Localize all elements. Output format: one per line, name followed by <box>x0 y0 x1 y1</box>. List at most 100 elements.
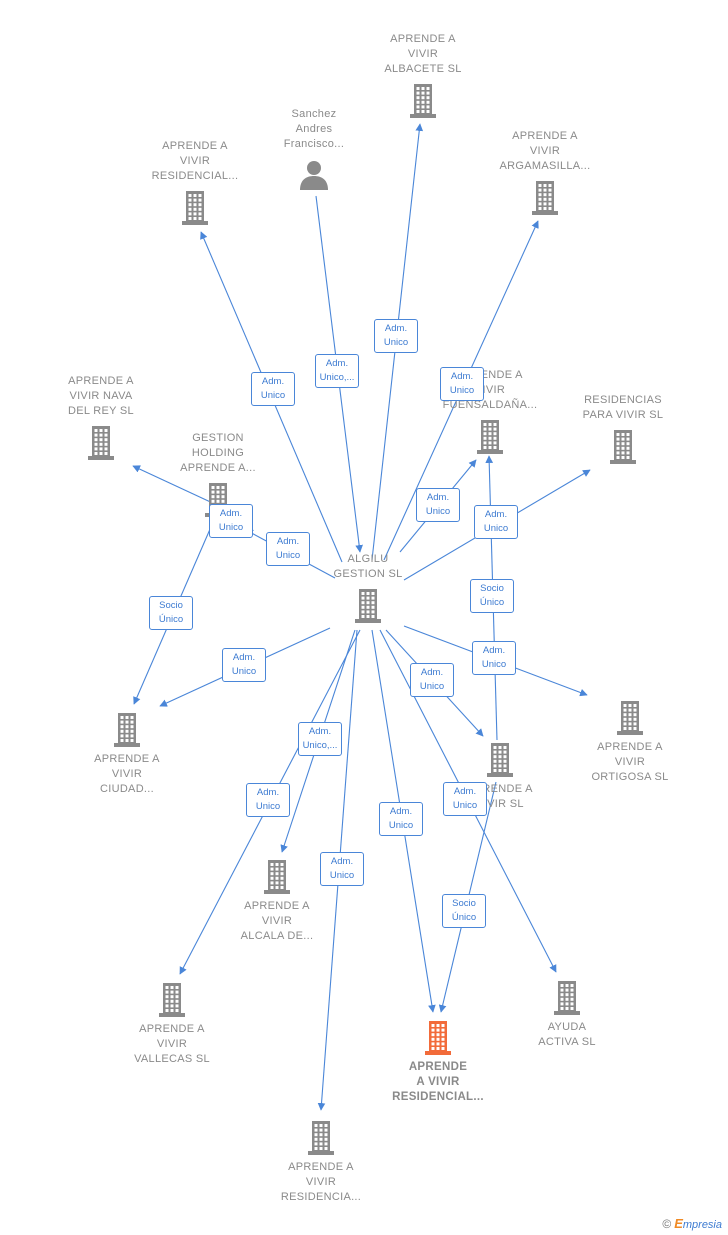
building-icon[interactable] <box>613 700 647 736</box>
node-label-line: Andres <box>295 123 333 135</box>
node-label-line: ACTIVA SL <box>538 1036 596 1048</box>
edge-label-text: Adm. <box>256 787 280 798</box>
building-icon[interactable] <box>110 712 144 748</box>
edge-label-algilu-to-residencias[interactable]: Adm.Unico <box>474 505 518 539</box>
node-label-line: APRENDE <box>408 1061 468 1073</box>
node-label-line: CIUDAD... <box>99 783 155 795</box>
edge-label-algilu-to-ayuda[interactable]: Adm.Unico <box>443 782 487 816</box>
node-label-line: APRENDE A <box>162 140 228 152</box>
node-label-line: APRENDE A <box>139 1023 205 1035</box>
node-label-residencial_focus[interactable]: APRENDE A VIVIR RESIDENCIAL... <box>363 1060 513 1105</box>
node-label-line: ALBACETE SL <box>384 63 462 75</box>
node-label-line: ORTIGOSA SL <box>591 771 669 783</box>
edge-label-algilu-to-gestion_holding[interactable]: Adm.Unico <box>266 532 310 566</box>
building-icon[interactable] <box>550 980 584 1016</box>
building-icon[interactable] <box>304 1120 338 1156</box>
node-label-line: PARA VIVIR SL <box>582 409 664 421</box>
edge-label-text: Adm. <box>420 667 444 678</box>
edge-label-text: Único <box>451 912 477 923</box>
edge-label-algilu-to-vallecas[interactable]: Adm. Unico <box>246 783 290 817</box>
edge-label-text: Adm. <box>482 645 506 656</box>
node-label-residencias[interactable]: RESIDENCIAS PARA VIVIR SL <box>548 393 698 423</box>
edge-label-algilu-to-argamasilla[interactable]: Adm.Unico <box>440 367 484 401</box>
building-icon[interactable] <box>84 425 118 461</box>
node-label-line: VIVIR <box>179 155 211 167</box>
edge-label-text: Unico <box>231 666 257 677</box>
person-icon[interactable] <box>297 158 331 194</box>
building-icon[interactable] <box>351 588 385 624</box>
empresia-logo: ©Empresia <box>662 1216 722 1231</box>
node-label-line: VIVIR <box>474 384 506 396</box>
edge-label-text: Adm. <box>453 786 477 797</box>
edge-label-text: Unico,... <box>319 372 355 383</box>
edge-label-algilu-to-ortigosa[interactable]: Adm. Unico <box>472 641 516 675</box>
edge-label-algilu-to-ciudad[interactable]: Adm.Unico <box>222 648 266 682</box>
edge-label-algilu-to-vivir_sl[interactable]: Adm.Unico <box>410 663 454 697</box>
edge-label-algilu-to-albacete[interactable]: Adm.Unico <box>374 319 418 353</box>
building-icon[interactable] <box>606 429 640 465</box>
edge-label-text: Unico <box>388 820 414 831</box>
edge-label-text: Unico <box>425 506 451 517</box>
building-icon[interactable] <box>178 190 212 226</box>
edge-label-text: Único <box>479 597 505 608</box>
edge-label-algilu-to-residencial_focus[interactable]: Adm.Unico <box>379 802 423 836</box>
edge-label-text: Adm. <box>484 509 508 520</box>
building-icon[interactable] <box>155 982 189 1018</box>
edge-label-text: Unico <box>481 659 507 670</box>
node-label-line: VIVIR <box>529 145 561 157</box>
edge-label-text: Unico <box>218 522 244 533</box>
edge-label-text: Unico <box>275 550 301 561</box>
edge-label-algilu-to-alcala[interactable]: Adm. Unico,... <box>298 722 342 756</box>
building-icon[interactable] <box>483 742 517 778</box>
edge-label-text: Unico <box>449 385 475 396</box>
edge-label-algilu-to-residencial_top[interactable]: Adm.Unico <box>251 372 295 406</box>
building-icon[interactable] <box>406 83 440 119</box>
edge-label-text: Adm. <box>426 492 450 503</box>
node-label-line: VIVIR <box>156 1038 188 1050</box>
node-label-line: APRENDE A <box>68 375 134 387</box>
building-icon[interactable] <box>473 419 507 455</box>
edge-label-algilu-to-residencia_bottom[interactable]: Adm.Unico <box>320 852 364 886</box>
node-label-line: FUENSALDAÑA... <box>442 399 538 411</box>
edge-label-gestion_holding-to-nava[interactable]: Adm.Unico <box>209 504 253 538</box>
node-label-line: HOLDING <box>191 447 245 459</box>
edge-label-text: Unico,... <box>302 740 338 751</box>
node-label-line: Sanchez <box>291 108 337 120</box>
node-label-line: RESIDENCIA... <box>280 1191 362 1203</box>
node-label-line: RESIDENCIAL... <box>392 1091 484 1103</box>
edge-label-text: Adm. <box>308 726 332 737</box>
edge-label-text: Unico <box>255 801 281 812</box>
node-label-line: VIVIR <box>407 48 439 60</box>
node-label-line: ARGAMASILLA... <box>499 160 591 172</box>
node-label-line: A VIVIR <box>416 1076 460 1088</box>
building-icon[interactable] <box>260 859 294 895</box>
node-label-line: VIVIR SL <box>476 798 524 810</box>
node-label-line: APRENDE A <box>597 741 663 753</box>
edge-label-algilu-to-fuensaldana[interactable]: Adm. Unico <box>416 488 460 522</box>
building-icon[interactable] <box>421 1020 455 1056</box>
node-label-line: ALCALA DE... <box>240 930 314 942</box>
node-label-line: RESIDENCIAS <box>584 394 662 406</box>
edge-label-sanchez-to-algilu[interactable]: Adm.Unico,... <box>315 354 359 388</box>
node-label-line: DEL REY SL <box>68 405 134 417</box>
node-label-line: Francisco... <box>283 138 345 150</box>
edge-label-text: Socio <box>480 583 504 594</box>
building-icon[interactable] <box>528 180 562 216</box>
